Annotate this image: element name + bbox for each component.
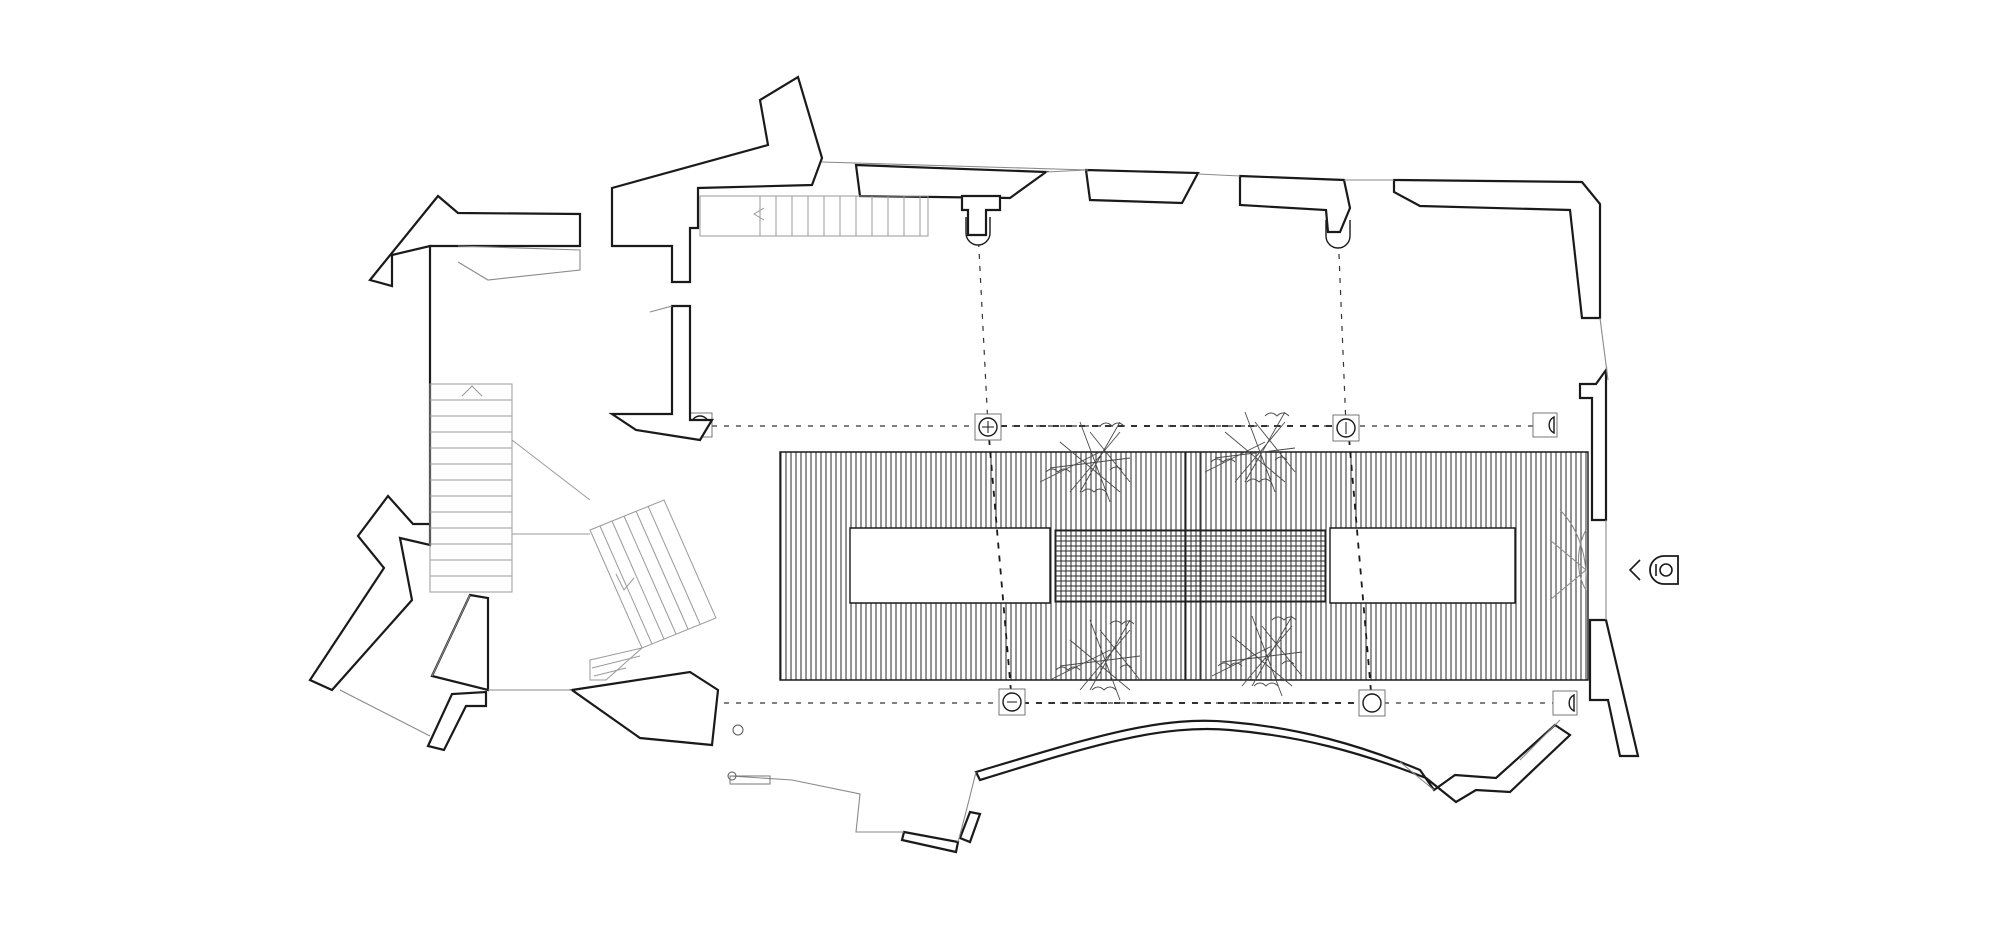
bottom-curved-wall xyxy=(974,719,1572,804)
tree xyxy=(1049,619,1141,701)
column xyxy=(1358,689,1386,717)
bottom-left-fragment xyxy=(900,830,960,854)
bottom-left-fragment-2 xyxy=(958,810,982,844)
upper-left-stairs xyxy=(699,195,929,237)
fixtures xyxy=(727,724,771,785)
tree xyxy=(1039,421,1131,503)
right-lower-wall xyxy=(1588,618,1640,758)
trees xyxy=(1039,411,1303,701)
hatched-roof-frame xyxy=(779,451,1589,681)
top-wall-d xyxy=(1238,174,1352,234)
second-stairs xyxy=(589,499,717,681)
entrance-marker-icon xyxy=(1628,555,1679,585)
right-upper-wall xyxy=(1578,366,1608,522)
column xyxy=(1532,412,1558,438)
column xyxy=(1332,414,1360,442)
left-return-wall xyxy=(426,690,488,752)
lower-left-wall xyxy=(569,670,720,747)
column xyxy=(998,688,1026,716)
tree xyxy=(1204,411,1296,493)
left-stairs xyxy=(429,383,591,593)
left-wing-wall xyxy=(308,194,582,692)
exterior-walls xyxy=(308,75,1640,854)
top-wall-a xyxy=(854,163,1050,200)
column xyxy=(1552,690,1578,716)
left-lower-wall xyxy=(430,593,490,692)
top-wall-c xyxy=(1084,168,1200,205)
tree xyxy=(1211,615,1303,697)
secondary-lines xyxy=(339,161,1609,843)
left-pier-wall xyxy=(608,304,714,442)
top-right-wall xyxy=(1392,178,1602,320)
roof-center-bridge xyxy=(1054,529,1326,603)
top-wall-b xyxy=(960,194,1002,237)
column xyxy=(974,413,1002,441)
top-left-wall xyxy=(610,75,824,284)
column-grid xyxy=(700,229,1565,704)
